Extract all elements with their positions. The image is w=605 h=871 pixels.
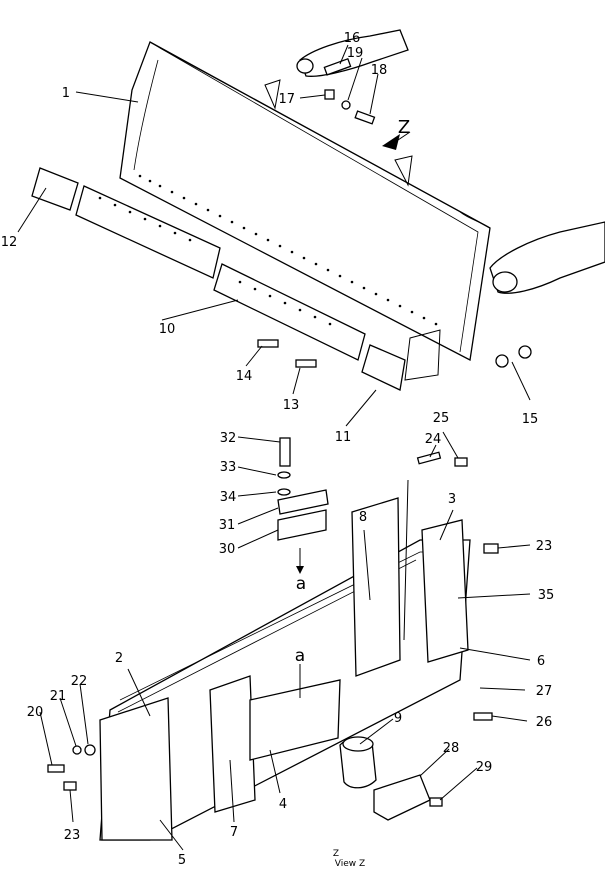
grease-fitting-23l (63, 781, 77, 791)
grease-fitting-29 (429, 797, 443, 807)
callout-35: 35 (538, 588, 555, 603)
blade-assembly (119, 29, 605, 361)
callout-12: 12 (1, 235, 18, 250)
section-arrow (296, 566, 304, 574)
callout-28: 28 (443, 741, 460, 756)
callout-26: 26 (536, 715, 553, 730)
nut-a (518, 345, 532, 359)
callout-21: 21 (50, 689, 67, 704)
washer (341, 100, 351, 110)
callout-13: 13 (283, 398, 300, 413)
callout-20: 20 (27, 705, 44, 720)
callout-15: 15 (522, 412, 539, 427)
callout-31: 31 (219, 518, 236, 533)
view-arrow (382, 134, 400, 150)
leader-lines (17, 44, 531, 851)
callout-labels: 1 2 3 4 5 6 7 8 9 10 11 12 13 14 15 16 1… (1, 31, 555, 869)
callout-11: 11 (335, 430, 352, 445)
cutting-edge-right (213, 263, 366, 361)
callout-7: 7 (230, 825, 238, 840)
washer-21 (72, 745, 82, 755)
cap (373, 774, 431, 821)
callout-33: 33 (220, 460, 237, 475)
plate-31 (277, 489, 329, 515)
callout-5: 5 (178, 853, 186, 867)
footer-view-label: View Z (335, 859, 365, 867)
bracket-left (99, 697, 173, 841)
footer-view-letter: Z (333, 849, 339, 859)
shim-30 (277, 509, 327, 541)
cutting-edges (31, 167, 441, 391)
callout-3: 3 (448, 492, 456, 507)
callout-18: 18 (371, 63, 388, 78)
callout-14: 14 (236, 369, 253, 384)
callout-16: 16 (344, 31, 361, 46)
callout-8: 8 (359, 510, 367, 525)
callout-10: 10 (159, 322, 176, 337)
callout-1: 1 (62, 86, 70, 101)
top-push-arm (299, 29, 409, 77)
right-push-arm (489, 221, 605, 294)
nut-b (495, 354, 509, 368)
bolt-20 (47, 764, 65, 773)
bolt-32 (279, 437, 291, 467)
section-letter-top: a (296, 574, 306, 594)
lever (249, 679, 341, 761)
bolt-14 (257, 339, 279, 348)
callout-24: 24 (425, 432, 442, 447)
washer-34 (277, 488, 291, 496)
plate (324, 89, 335, 100)
bolt-26 (473, 712, 493, 721)
end-bit-right (361, 344, 406, 391)
callout-32: 32 (220, 431, 237, 446)
pin-24 (416, 451, 442, 465)
section-letter-bottom: a (295, 646, 305, 666)
callout-4: 4 (279, 797, 287, 812)
callout-23-left: 23 (64, 828, 81, 843)
washer-22 (84, 744, 96, 756)
washer-33 (277, 471, 291, 479)
view-arrow-letter: Z (398, 117, 410, 138)
callout-23-right: 23 (536, 539, 553, 554)
frame-assembly (47, 437, 499, 841)
callout-9: 9 (394, 711, 402, 726)
callout-25: 25 (433, 411, 450, 426)
top-hardware (257, 57, 532, 368)
callout-17: 17 (278, 92, 295, 107)
callout-34: 34 (220, 490, 237, 505)
bracket-3 (421, 519, 469, 663)
cutting-edge-left (75, 185, 221, 279)
grease-fitting-23r (483, 543, 499, 554)
callout-30: 30 (219, 542, 236, 557)
grease-fitting-25 (454, 457, 468, 467)
callout-6: 6 (537, 654, 545, 669)
callout-2: 2 (115, 651, 123, 666)
callout-22: 22 (71, 674, 88, 689)
callout-19: 19 (347, 46, 364, 61)
callout-29: 29 (476, 760, 493, 775)
pin (323, 57, 352, 76)
bolt-13 (295, 359, 317, 368)
end-bit-left (31, 167, 79, 211)
callout-27: 27 (536, 684, 553, 699)
bracket-8 (351, 497, 401, 677)
bolt-top (354, 110, 376, 125)
bracket-mid (209, 675, 256, 813)
